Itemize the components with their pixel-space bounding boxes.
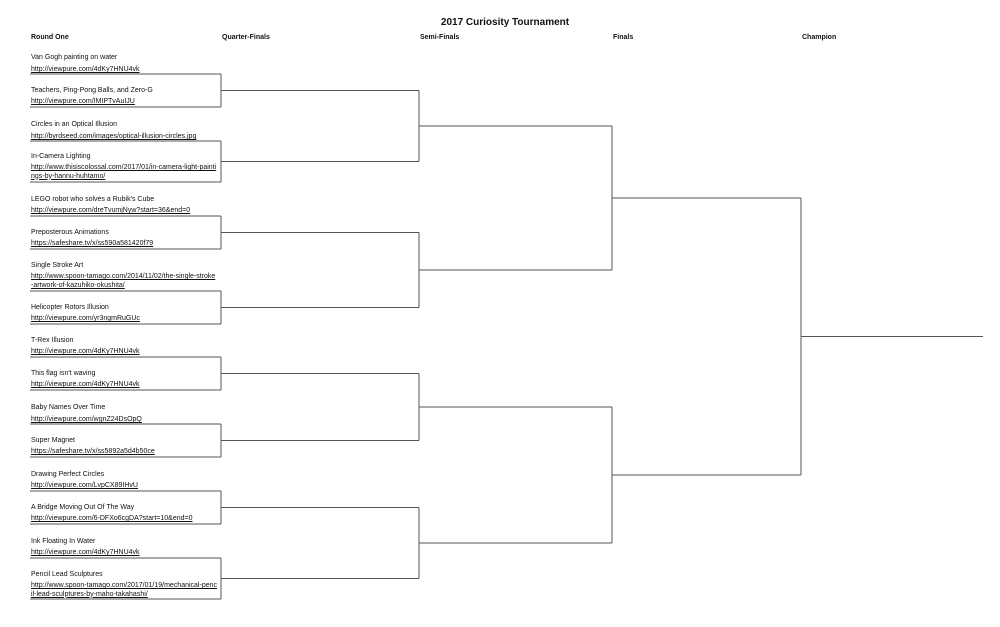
entry-link[interactable]: http://viewpure.com/dreTvumjNyw?start=36… — [31, 207, 191, 214]
entry-name: Teachers, Ping-Pong Balls, and Zero-G — [31, 87, 153, 94]
entry-name: Preposterous Animations — [31, 229, 109, 236]
entry-link[interactable]: http://viewpure.com/6-DFXo6cgDA?start=10… — [31, 515, 193, 522]
entry-name: This flag isn't waving — [31, 370, 96, 377]
entry-link[interactable]: http://viewpure.com/4dKy7HNU4vk — [31, 66, 140, 73]
entry-name: A Bridge Moving Out Of The Way — [31, 504, 135, 511]
entry-link[interactable]: https://safeshare.tv/x/ss590a581420f79 — [31, 240, 154, 247]
entry-name: Baby Names Over Time — [31, 404, 106, 411]
entry-name: Circles in an Optical Illusion — [31, 121, 117, 128]
entry-name: Van Gogh painting on water — [31, 54, 118, 61]
entry-link[interactable]: http://www.spoon-tamago.com/2017/01/19/m… — [31, 582, 217, 598]
round-header-round-one: Round One — [31, 34, 69, 41]
round-header-champion: Champion — [802, 34, 837, 41]
entry-link[interactable]: https://safeshare.tv/x/ss5892a5d4b50ce — [31, 448, 155, 455]
entry-name: Pencil Lead Sculptures — [31, 571, 103, 578]
round-header-finals: Finals — [613, 34, 634, 41]
entry-name: Drawing Perfect Circles — [31, 471, 105, 478]
entry-name: Helicopter Rotors Illusion — [31, 304, 109, 311]
entry-name: In-Camera Lighting — [31, 153, 91, 160]
entry-link[interactable]: http://viewpure.com/LvpCX89IHvU — [31, 482, 138, 489]
entry-link[interactable]: http://viewpure.com/IMIPTvAuIJU — [31, 98, 135, 105]
entry-name: Super Magnet — [31, 437, 75, 444]
round-header-semi-finals: Semi-Finals — [420, 34, 460, 41]
round-header-quarter-finals: Quarter-Finals — [222, 34, 270, 41]
entry-link[interactable]: http://viewpure.com/4dKy7HNU4vk — [31, 348, 140, 355]
entry-name: LEGO robot who solves a Rubik's Cube — [31, 196, 155, 203]
entry-name: T-Rex Illusion — [31, 337, 74, 344]
entry-link[interactable]: http://byrdseed.com/images/optical-illus… — [31, 133, 197, 140]
entry-link[interactable]: http://www.thisiscolossal.com/2017/01/in… — [31, 164, 217, 180]
entry-link[interactable]: http://viewpure.com/4dKy7HNU4vk — [31, 381, 140, 388]
entry-name: Ink Floating In Water — [31, 538, 96, 545]
entry-link[interactable]: http://viewpure.com/4dKy7HNU4vk — [31, 549, 140, 556]
entry-name: Single Stroke Art — [31, 262, 84, 269]
tournament-title: 2017 Curiosity Tournament — [440, 17, 570, 28]
entry-link[interactable]: http://viewpure.com/yr3ngmRuGUc — [31, 315, 140, 322]
entry-link[interactable]: http://www.spoon-tamago.com/2014/11/02/t… — [31, 273, 216, 289]
entry-link[interactable]: http://viewpure.com/wgnZ24DsOpQ — [31, 416, 142, 423]
